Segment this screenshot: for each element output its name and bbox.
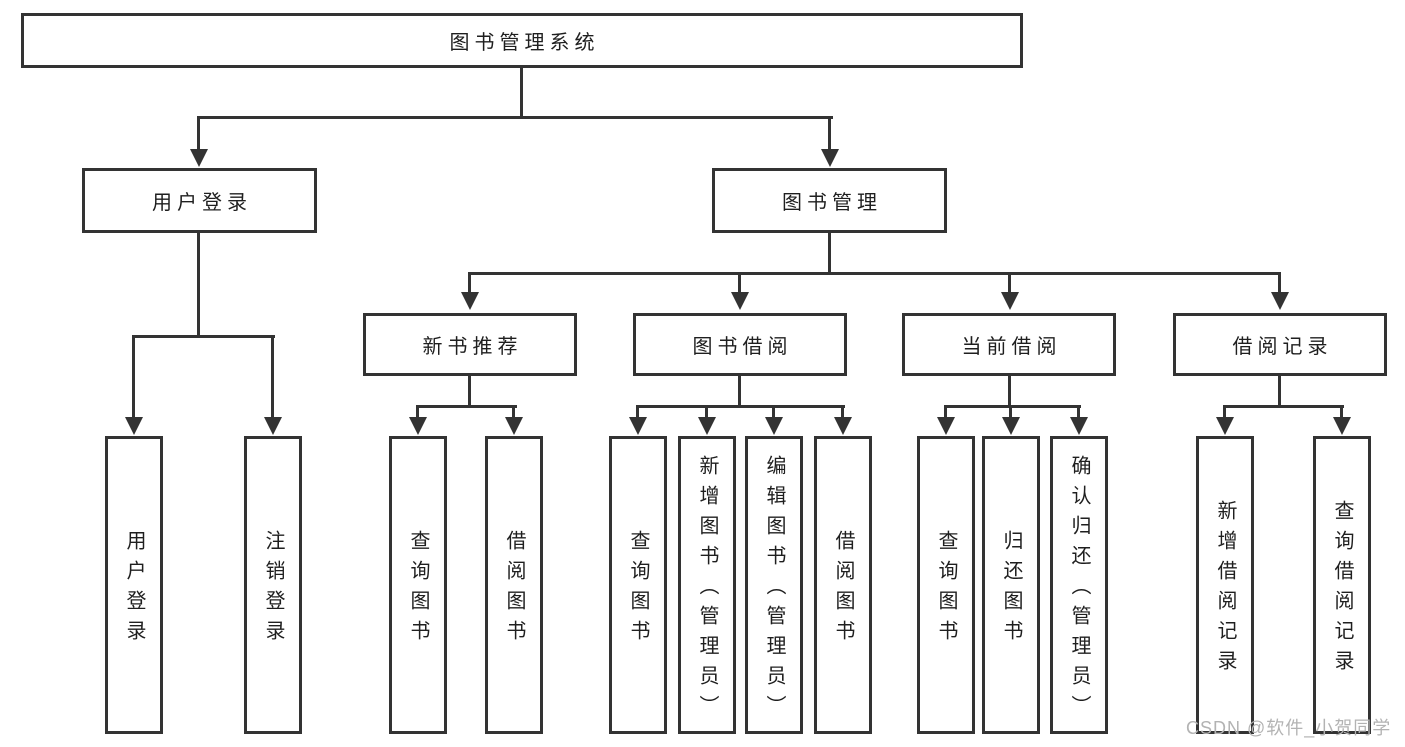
arrowhead-icon — [1333, 417, 1351, 435]
node-user-login-branch: 用户登录 — [82, 168, 317, 233]
arrowhead-icon — [1271, 292, 1289, 310]
connector-leaf-drop — [705, 405, 708, 417]
connector-user-login-drop — [197, 116, 200, 151]
leaf-user-login: 用户登录 — [105, 436, 163, 734]
leaf-borrow-book: 借阅图书 — [814, 436, 872, 734]
connector-leaf-drop — [416, 405, 419, 417]
connector-level2-bar — [197, 116, 833, 119]
leaf-confirm-return-admin: 确认归还（管理员） — [1050, 436, 1108, 734]
connector-leaf-drop — [636, 405, 639, 417]
arrowhead-icon — [821, 149, 839, 167]
connector-leaf-drop — [512, 405, 515, 417]
connector-group-drop — [1008, 272, 1011, 292]
connector-leaf-bar — [636, 405, 845, 408]
arrowhead-icon — [125, 417, 143, 435]
leaf-query-book-borrow: 查询图书 — [609, 436, 667, 734]
connector-leaf-bar — [944, 405, 1081, 408]
arrowhead-icon — [834, 417, 852, 435]
arrowhead-icon — [1070, 417, 1088, 435]
leaf-borrow-book-recommend: 借阅图书 — [485, 436, 543, 734]
watermark: CSDN @软件_小贺同学 — [1186, 718, 1392, 738]
connector-group-stem — [468, 376, 471, 408]
connector-root-stem — [520, 68, 523, 117]
connector-group-stem — [738, 376, 741, 408]
node-library-management-system: 图书管理系统 — [21, 13, 1023, 68]
arrowhead-icon — [190, 149, 208, 167]
connector-leaf-drop — [944, 405, 947, 417]
connector-book-mgmt-stem — [828, 233, 831, 275]
connector-leaf-drop — [1223, 405, 1226, 417]
arrowhead-icon — [505, 417, 523, 435]
leaf-logout: 注销登录 — [244, 436, 302, 734]
leaf-add-book-admin: 新增图书（管理员） — [678, 436, 736, 734]
node-borrow-records: 借阅记录 — [1173, 313, 1387, 376]
connector-leaf-drop — [1009, 405, 1012, 417]
leaf-return-book: 归还图书 — [982, 436, 1040, 734]
connector-group-drop — [1278, 272, 1281, 292]
leaf-query-book-current: 查询图书 — [917, 436, 975, 734]
connector-level3-bar — [468, 272, 1281, 275]
leaf-edit-book-admin: 编辑图书（管理员） — [745, 436, 803, 734]
arrowhead-icon — [1002, 417, 1020, 435]
connector-leaf-drop — [271, 335, 274, 417]
node-new-book-recommend: 新书推荐 — [363, 313, 577, 376]
arrowhead-icon — [264, 417, 282, 435]
connector-leaf-drop — [1077, 405, 1080, 417]
leaf-add-borrow-record: 新增借阅记录 — [1196, 436, 1254, 734]
node-current-borrow: 当前借阅 — [902, 313, 1116, 376]
arrowhead-icon — [629, 417, 647, 435]
connector-group-drop — [738, 272, 741, 292]
connector-group-stem — [1278, 376, 1281, 408]
connector-leaf-drop — [132, 335, 135, 417]
connector-user-login-stem — [197, 233, 200, 338]
connector-leaf-bar — [1223, 405, 1344, 408]
arrowhead-icon — [698, 417, 716, 435]
arrowhead-icon — [461, 292, 479, 310]
connector-leaf-drop — [1340, 405, 1343, 417]
arrowhead-icon — [1001, 292, 1019, 310]
node-book-borrow: 图书借阅 — [633, 313, 847, 376]
connector-group-stem — [1008, 376, 1011, 408]
arrowhead-icon — [1216, 417, 1234, 435]
connector-leaf-drop — [841, 405, 844, 417]
connector-leaf-bar — [416, 405, 517, 408]
connector-leaf-drop — [772, 405, 775, 417]
arrowhead-icon — [409, 417, 427, 435]
connector-user-login-bar — [132, 335, 275, 338]
node-book-management-branch: 图书管理 — [712, 168, 947, 233]
leaf-query-borrow-record: 查询借阅记录 — [1313, 436, 1371, 734]
connector-book-mgmt-drop — [828, 116, 831, 151]
arrowhead-icon — [765, 417, 783, 435]
connector-group-drop — [468, 272, 471, 292]
arrowhead-icon — [731, 292, 749, 310]
leaf-query-book-recommend: 查询图书 — [389, 436, 447, 734]
arrowhead-icon — [937, 417, 955, 435]
